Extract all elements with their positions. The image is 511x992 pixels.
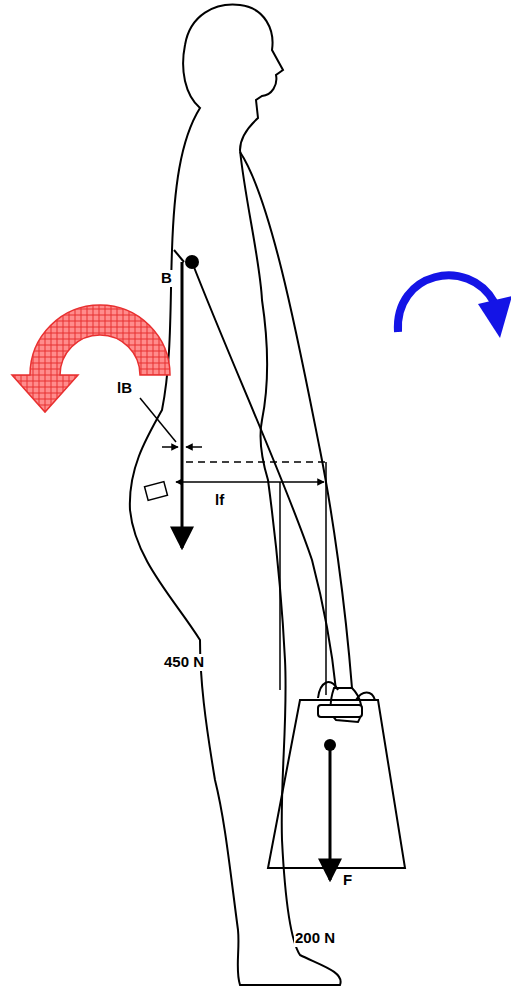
bag — [268, 700, 405, 868]
force-arrow-b — [181, 262, 184, 548]
lb-arrow-right — [186, 446, 202, 448]
force-label: F — [342, 872, 353, 889]
red-moment-arrow — [12, 305, 170, 412]
lb-arrow-left — [162, 446, 178, 448]
b-tick — [174, 250, 184, 262]
force-arrow-f — [329, 745, 332, 880]
force-label: B — [160, 270, 173, 287]
blue-arrow-head — [478, 296, 511, 338]
arm-back — [192, 262, 336, 690]
lf-extension-left — [279, 482, 281, 690]
pivot-box — [145, 482, 168, 501]
lf-dimension — [176, 481, 324, 483]
body-outline — [130, 5, 341, 985]
lf-dashed — [186, 461, 326, 463]
body-centre-dot — [185, 255, 199, 269]
bag-handle-grip — [318, 705, 362, 717]
dimension-label: lf — [214, 492, 225, 509]
force-value: 200 N — [294, 930, 336, 947]
dimension-label: lB — [116, 380, 133, 397]
force-value: 450 N — [163, 654, 205, 671]
lb-leader — [140, 398, 176, 442]
lf-extension — [325, 462, 327, 695]
